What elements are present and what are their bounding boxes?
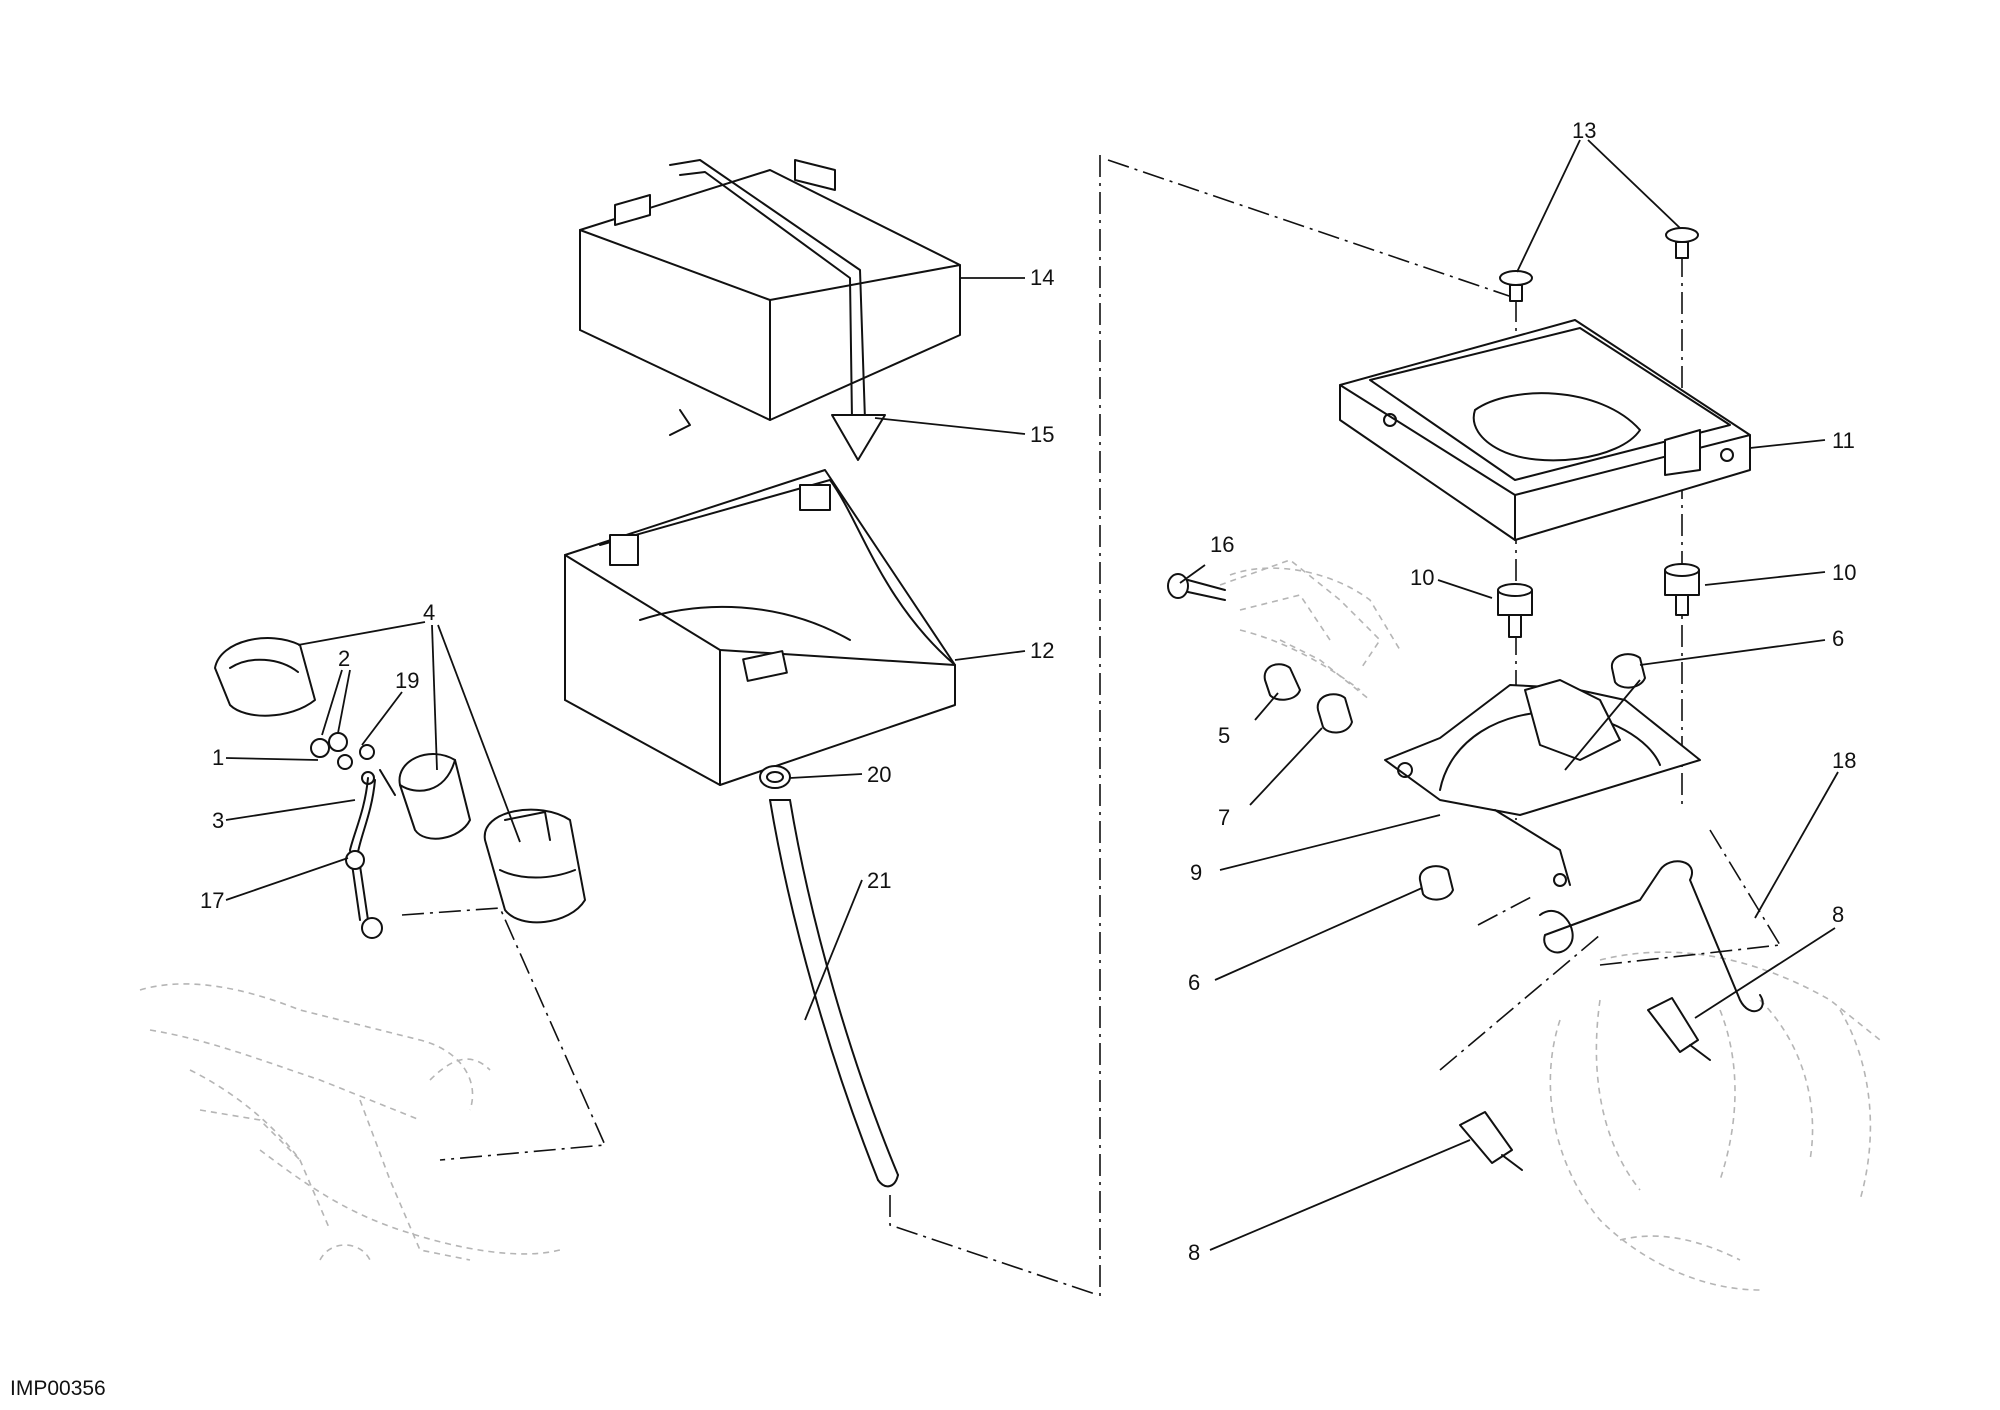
nut-top [1610,653,1646,689]
callout-6-top: 6 [1832,626,1844,651]
callout-8-lower: 8 [1188,1240,1200,1265]
support-bracket [1384,679,1701,887]
screw-right [1665,227,1699,259]
ground-cable [345,771,383,939]
callout-10-right: 10 [1832,560,1856,585]
callout-15: 15 [1030,422,1054,447]
nuts-washers [310,732,375,770]
callout-14: 14 [1030,265,1054,290]
bolt [1167,573,1226,601]
callout-7: 7 [1218,805,1230,830]
frame-ghost-left [139,983,561,1261]
callout-12: 12 [1030,638,1054,663]
callout-3: 3 [212,808,224,833]
callout-19: 19 [395,668,419,693]
relay [379,753,471,840]
breather-tube [769,799,899,1188]
callout-11: 11 [1832,428,1855,453]
battery [579,159,961,436]
spring [1539,860,1764,1013]
battery-case [564,469,956,786]
grommet-5 [1263,663,1301,701]
drawing-reference-code: IMP00356 [10,1377,106,1400]
screw-left [1499,270,1533,302]
battery-tray [1339,319,1751,541]
leader-lines [225,139,1839,1251]
callout-9: 9 [1190,860,1202,885]
callout-6-bottom: 6 [1188,970,1200,995]
nut-bottom [1418,865,1454,901]
frame-ghost-right [1229,567,1881,1291]
callout-2: 2 [338,646,350,671]
wiring-ghost [1219,559,1382,701]
callout-16: 16 [1210,532,1234,557]
battery-strap [669,159,886,461]
relay-holder-bottom [483,808,586,924]
relay-holder-top [214,637,316,717]
mounting-screw-upper [1647,997,1711,1061]
hose-clamp [759,765,791,789]
rubber-spacer-right [1664,563,1700,616]
assembly-center-lines [401,155,1781,1300]
callout-1: 1 [212,745,224,770]
callout-21: 21 [867,868,891,893]
callout-13: 13 [1572,118,1596,143]
callout-5: 5 [1218,723,1230,748]
callout-17: 17 [200,888,224,913]
callout-10-left: 10 [1410,565,1434,590]
callout-20: 20 [867,762,891,787]
grommet-7 [1316,693,1353,734]
callout-8-upper: 8 [1832,902,1844,927]
mounting-screw-lower [1459,1111,1523,1171]
callout-labels: 14 15 12 20 21 4 2 19 1 3 17 13 11 10 10… [200,118,1856,1265]
callout-18: 18 [1832,748,1856,773]
callout-4: 4 [423,600,435,625]
rubber-spacer-left [1497,583,1533,638]
